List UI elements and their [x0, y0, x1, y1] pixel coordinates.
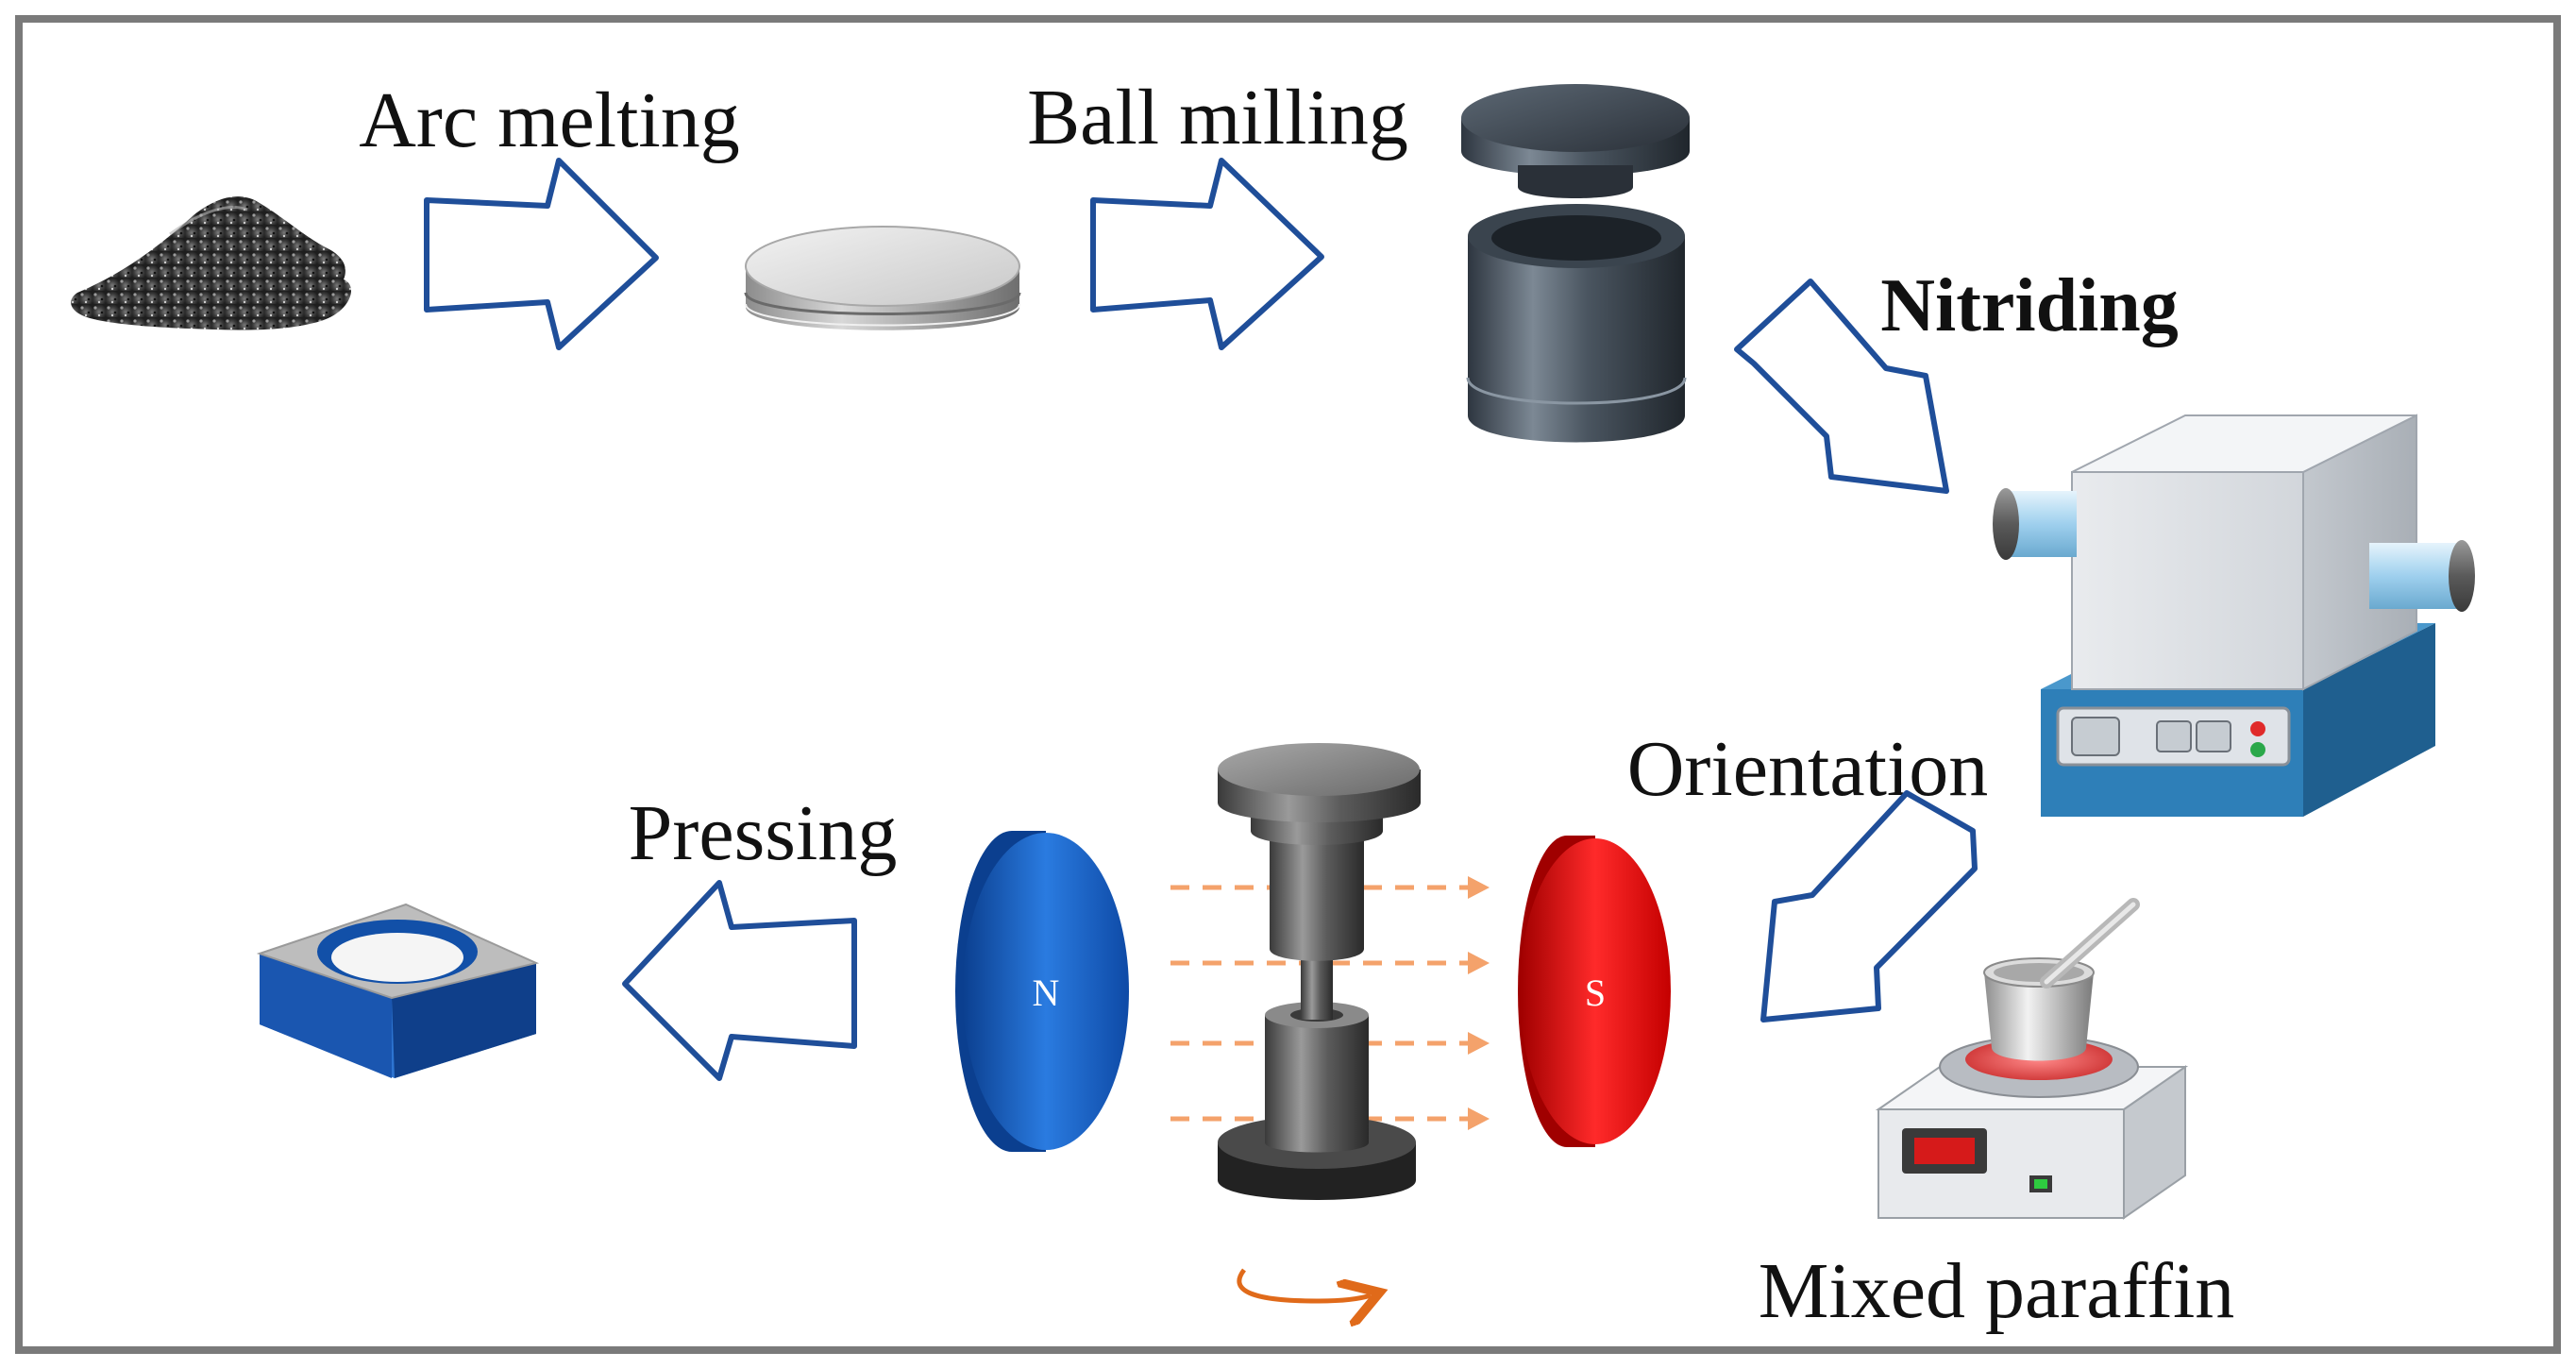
north-magnet-image — [955, 831, 1129, 1152]
powder-pile-image — [71, 196, 352, 330]
orientation-label: Orientation — [1627, 725, 1989, 813]
hot-plate-mixer-image — [1875, 898, 2189, 1220]
press-die-image — [1218, 743, 1421, 1200]
process-arrow-right-2 — [1090, 158, 1324, 350]
ingot-disc-image — [744, 226, 1021, 330]
ball-mill-jar-image — [1461, 84, 1690, 443]
south-magnet-image — [1518, 836, 1671, 1147]
rotation-arrow — [1237, 1268, 1371, 1301]
magnetic-field-lines — [1170, 876, 1490, 1130]
mixed-paraffin-label: Mixed paraffin — [1759, 1247, 2235, 1335]
ball-milling-label: Ball milling — [1027, 74, 1408, 161]
south-pole-label: S — [1585, 972, 1606, 1014]
nitriding-label: Nitriding — [1880, 264, 2179, 347]
process-arrow-left — [622, 880, 857, 1081]
process-arrow-right-1 — [424, 158, 659, 350]
tube-furnace-image — [1993, 414, 2475, 817]
process-arrow-diagonal-1 — [1734, 279, 1949, 494]
north-pole-label: N — [1033, 972, 1060, 1014]
process-arrow-diagonal-2 — [1760, 790, 1978, 1023]
arc-melting-label: Arc melting — [359, 76, 740, 164]
ring-magnet-image — [256, 903, 540, 1078]
pressing-label: Pressing — [629, 789, 898, 877]
